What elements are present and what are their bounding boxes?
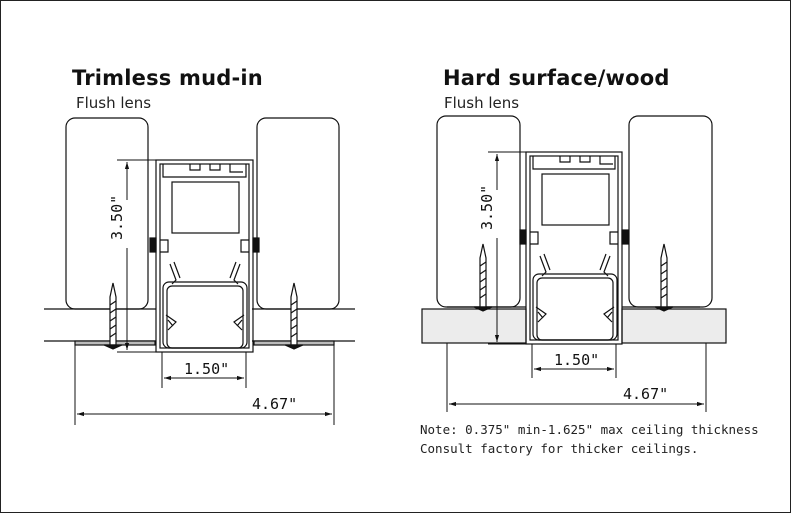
left-detail — [44, 117, 355, 353]
left-overall-label: 4.67" — [252, 395, 297, 413]
left-height-label: 3.50" — [108, 195, 126, 240]
right-width-label: 1.50" — [554, 351, 599, 369]
right-height-label: 3.50" — [478, 185, 496, 230]
note-line-1: Note: 0.375" min-1.625" max ceiling thic… — [420, 422, 759, 437]
left-title: Trimless mud-in — [72, 66, 263, 90]
left-screw-left — [103, 282, 123, 350]
left-subtitle: Flush lens — [76, 94, 152, 112]
right-overall-label: 4.67" — [623, 385, 668, 403]
left-height-label-bg — [107, 200, 129, 248]
right-joist-right — [628, 115, 713, 308]
left-housing-profile — [149, 159, 260, 353]
right-dimensions — [446, 151, 707, 412]
right-subtitle: Flush lens — [444, 94, 520, 112]
right-wood-right — [621, 308, 727, 344]
left-screw-right — [284, 282, 304, 350]
left-joist-right — [256, 117, 340, 310]
right-housing-profile — [519, 151, 629, 345]
note-line-2: Consult factory for thicker ceilings. — [420, 441, 699, 456]
right-height-label-bg — [477, 190, 499, 238]
left-joist-left — [65, 117, 149, 310]
left-dimensions — [74, 159, 335, 425]
right-screw-left — [473, 243, 493, 312]
right-screw-right — [654, 243, 674, 312]
right-wood-left — [421, 308, 527, 344]
right-title: Hard surface/wood — [443, 66, 670, 90]
right-detail — [421, 115, 727, 345]
left-width-label: 1.50" — [184, 360, 229, 378]
